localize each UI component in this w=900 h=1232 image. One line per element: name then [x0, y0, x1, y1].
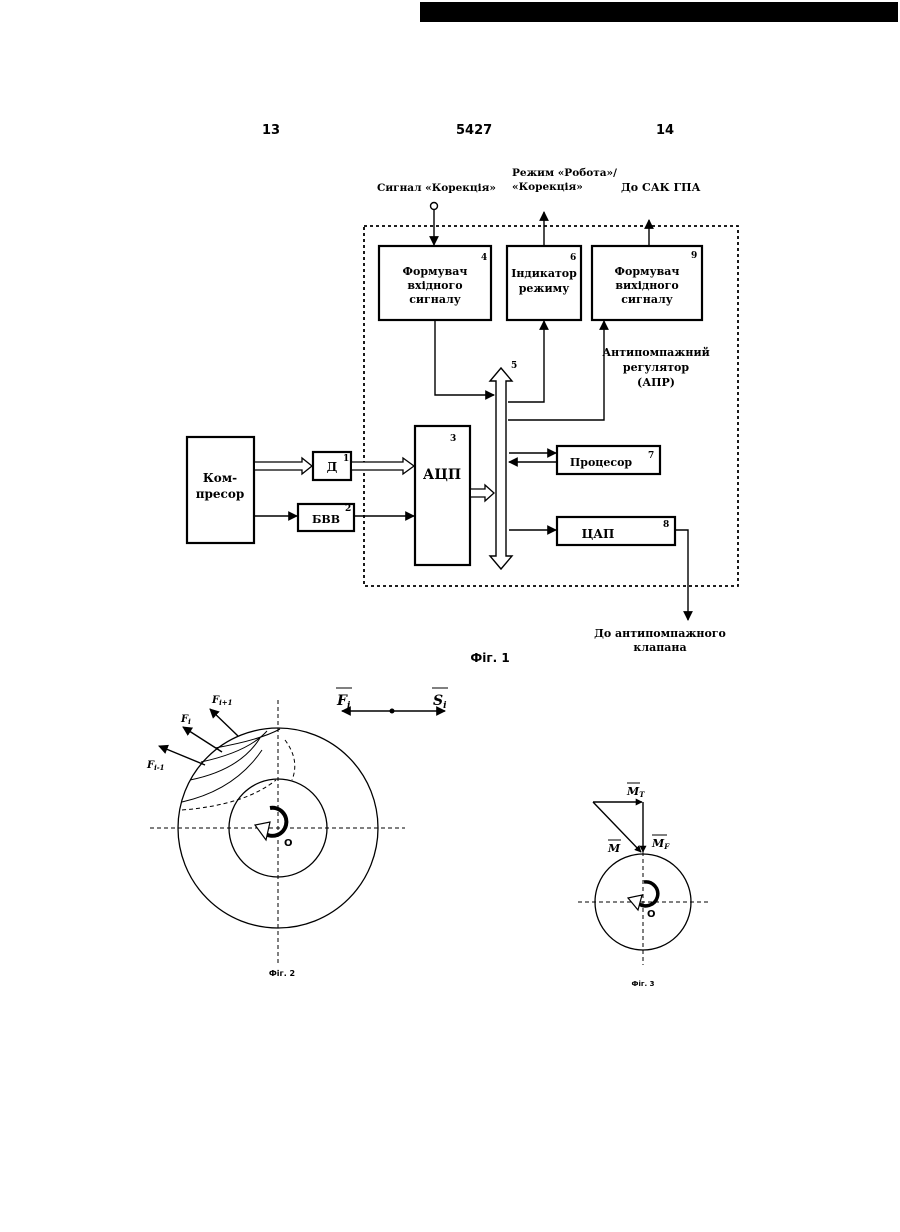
fig1-caption: Фіг. 1: [470, 651, 509, 665]
compressor-text-1: Ком-: [203, 471, 237, 485]
f-prev-label: Fi-1: [146, 760, 165, 772]
fig3-rotation-arrow: [638, 882, 658, 906]
to-valve-label-1: До антипомпажного: [594, 627, 726, 640]
block9-text-2: вихідного: [615, 279, 678, 292]
mf-label: MF: [651, 837, 670, 851]
force-f-next-arrow: [210, 709, 238, 736]
mt-label: MT: [626, 785, 645, 799]
mode-label-line1: Режим «Робота»/: [512, 167, 617, 179]
m-label: M: [607, 842, 621, 855]
apr-label-1: Антипомпажний: [602, 346, 710, 359]
block2-label: БВВ: [312, 513, 340, 526]
fig2-rotation-arrowhead: [255, 822, 270, 840]
block1-label: Д: [327, 460, 338, 474]
blade-dashed-1: [182, 780, 276, 810]
block4-text-1: Формувач: [403, 265, 468, 278]
block-3-adc: [415, 426, 470, 565]
signal-correction-label: Сигнал «Корекція»: [377, 182, 496, 194]
mode-label-line2: «Корекція»: [512, 181, 583, 193]
apr-label-2: регулятор: [623, 361, 690, 374]
compressor-to-d-arrow: [255, 458, 312, 474]
bus-number: 5: [511, 361, 517, 371]
block4-text-3: сигналу: [409, 293, 461, 306]
block1-number: 1: [343, 454, 349, 464]
blade-curve-1: [182, 750, 262, 802]
block4-number: 4: [481, 253, 487, 263]
fig2-center-label: O: [284, 838, 293, 849]
bus-to-block9: [508, 321, 604, 420]
fig3-moment-diagram: MT M MF O Фіг. 3: [578, 783, 710, 988]
fig2-caption: Фіг. 2: [269, 968, 295, 978]
scan-edge-bar: [420, 2, 898, 22]
fig3-caption: Фіг. 3: [632, 980, 655, 988]
block6-number: 6: [570, 253, 576, 263]
force-f-i-arrow: [183, 727, 222, 752]
f-i-label: Fi: [180, 714, 191, 726]
fig2-impeller-diagram: Fi+1 Fi Fi-1 O Fi Si Фіг. 2: [146, 688, 448, 978]
block3-number: 3: [450, 434, 456, 444]
block8-label: ЦАП: [582, 527, 615, 541]
to-sak-label: До САК ГПА: [621, 181, 700, 194]
dac-to-valve: [675, 530, 688, 620]
blade-dashed-2: [285, 740, 295, 780]
block4-to-bus: [435, 320, 494, 395]
block7-number: 7: [648, 451, 654, 461]
block3-label: АЦП: [423, 467, 461, 483]
block4-text-2: вхідного: [407, 279, 462, 292]
vector-origin-dot: [390, 709, 395, 714]
block9-number: 9: [691, 251, 697, 261]
block9-text-3: сигналу: [621, 293, 673, 306]
to-valve-label-2: клапана: [633, 641, 686, 654]
data-bus-5: [490, 368, 512, 569]
f-next-label: Fi+1: [211, 695, 233, 707]
vector-s-label: Si: [433, 693, 447, 711]
force-f-prev-arrow: [159, 746, 205, 765]
block6-text-2: режиму: [519, 282, 570, 295]
block-8-dac: [557, 517, 675, 545]
vector-f-label: Fi: [336, 693, 351, 711]
document-number: 5427: [456, 123, 492, 138]
apr-label-3: (АПР): [637, 376, 675, 389]
signal-terminal: [431, 203, 438, 210]
block8-number: 8: [663, 520, 669, 530]
left-page-number: 13: [262, 123, 280, 138]
fig1-block-diagram: Сигнал «Корекція» Режим «Робота»/ «Корек…: [187, 167, 738, 665]
blade-curve-4: [215, 729, 280, 748]
compressor-text-2: пресор: [196, 487, 245, 501]
block9-text-1: Формувач: [615, 265, 680, 278]
block6-text-1: Індикатор: [511, 267, 577, 280]
right-page-number: 14: [656, 123, 674, 138]
block7-label: Процесор: [570, 456, 633, 469]
block2-number: 2: [345, 504, 351, 514]
d-to-adc-arrow: [352, 458, 414, 474]
adc-to-bus-arrow: [471, 485, 494, 501]
fig3-center-label: O: [647, 909, 656, 920]
